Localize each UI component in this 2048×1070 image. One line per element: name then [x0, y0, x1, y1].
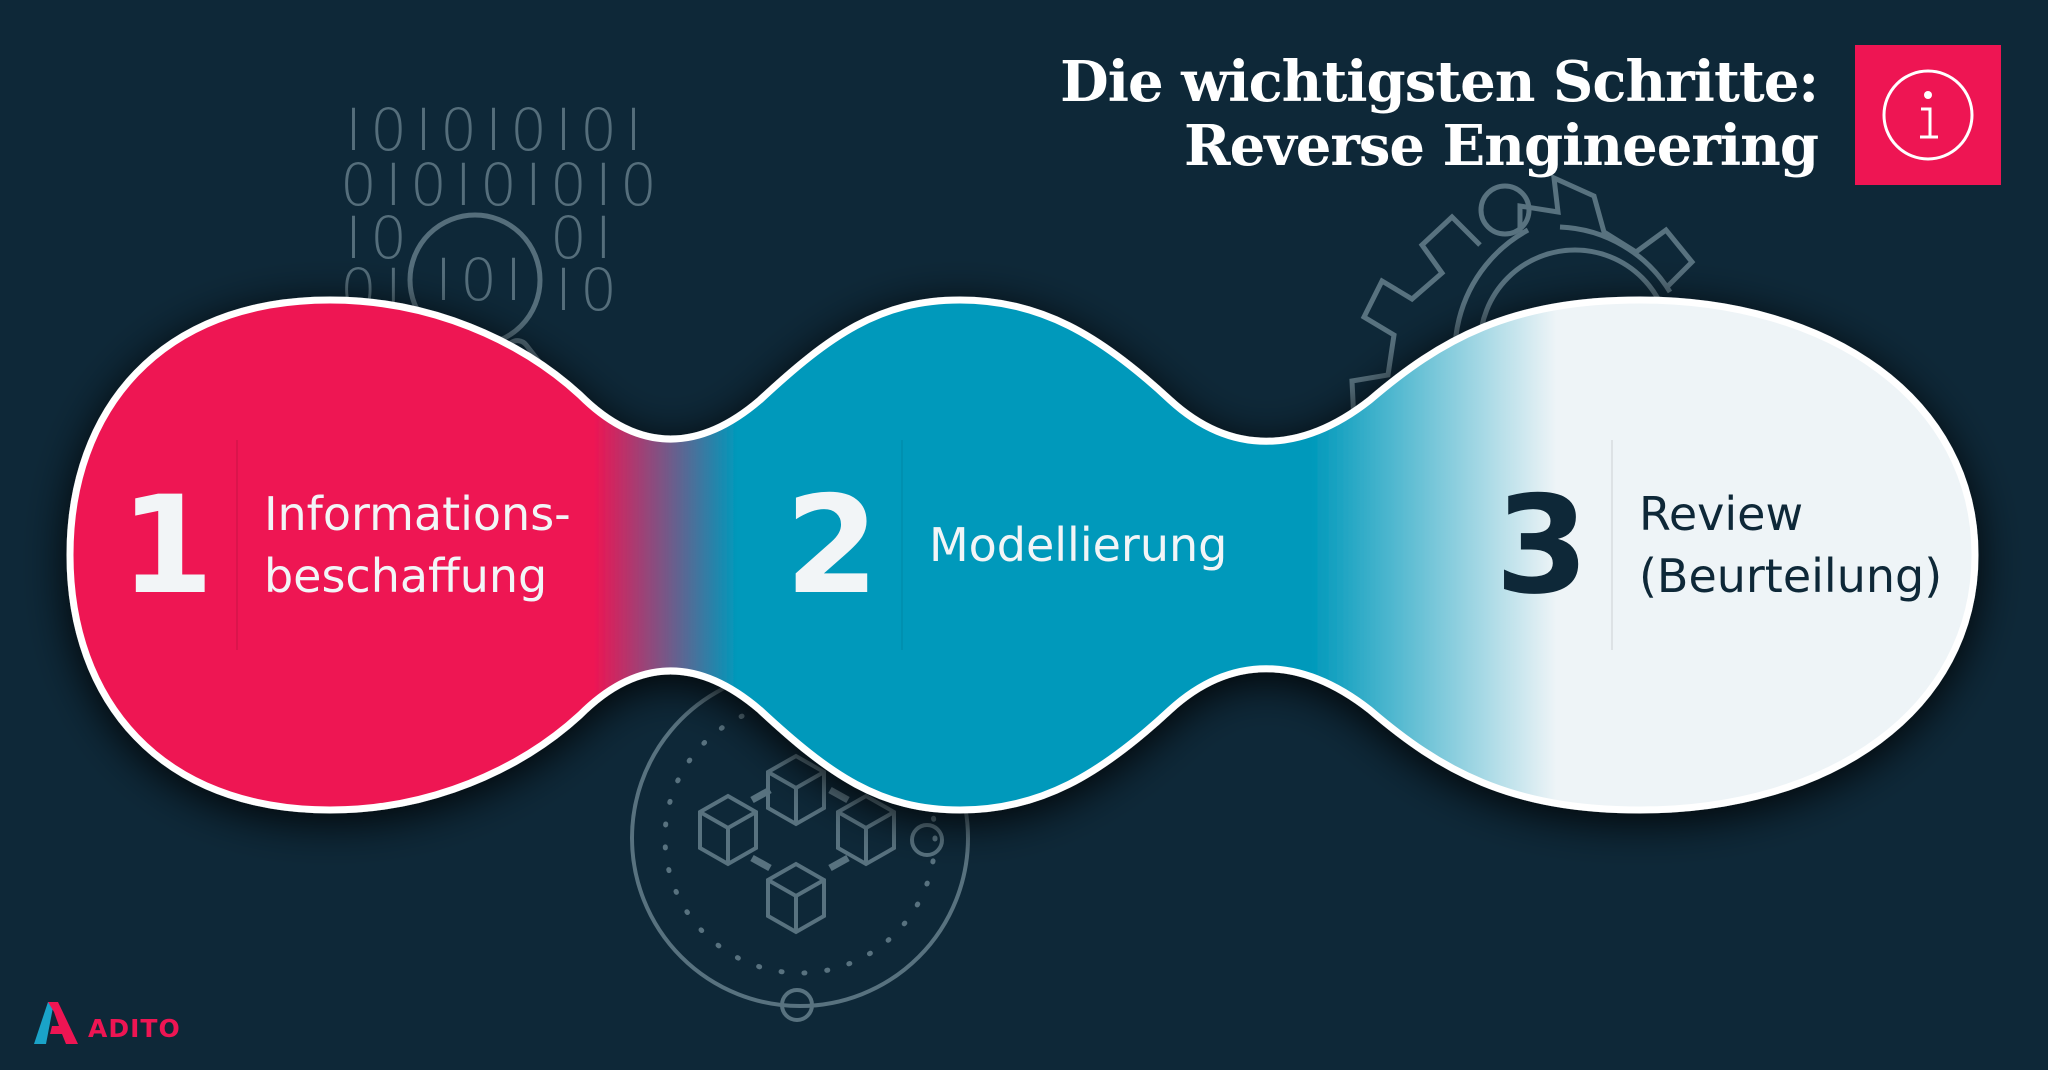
step-2: 2 Modellierung [785, 440, 1227, 650]
step-label: Review (Beurteilung) [1638, 487, 1943, 603]
svg-text:I0I0I0I0I: I0I0I0I0I [345, 96, 650, 164]
step-number: 2 [785, 466, 879, 624]
step-label: Informations- beschaffung [263, 487, 571, 603]
title-line-1: Die wichtigsten Schritte: [1060, 49, 1819, 115]
svg-text:I0: I0 [345, 204, 415, 272]
svg-text:I0: I0 [555, 256, 625, 324]
step-divider [1610, 440, 1613, 650]
brand-name: ADITO [88, 1013, 181, 1043]
process-blob [66, 296, 1979, 814]
step-3: 3 Review (Beurteilung) [1495, 440, 1942, 650]
step-number: 3 [1495, 466, 1589, 624]
svg-text:I0I: I0I [435, 246, 530, 314]
svg-text:0I: 0I [550, 204, 620, 272]
blocks-network-icon [630, 659, 970, 1022]
adito-logo-icon [34, 1002, 78, 1044]
step-number: 1 [120, 466, 214, 624]
adito-logo: ADITO [32, 1000, 181, 1046]
info-icon [1882, 69, 1974, 161]
step-divider [235, 440, 238, 650]
step-1: 1 Informations- beschaffung [120, 440, 571, 650]
step-divider [900, 440, 903, 650]
page-title: Die wichtigsten Schritte: Reverse Engine… [1060, 49, 1819, 179]
title-line-2: Reverse Engineering [1184, 113, 1819, 179]
step-label: Modellierung [928, 518, 1228, 572]
svg-text:0I0I0I0I0: 0I0I0I0I0 [340, 151, 665, 219]
info-badge [1855, 45, 2001, 185]
